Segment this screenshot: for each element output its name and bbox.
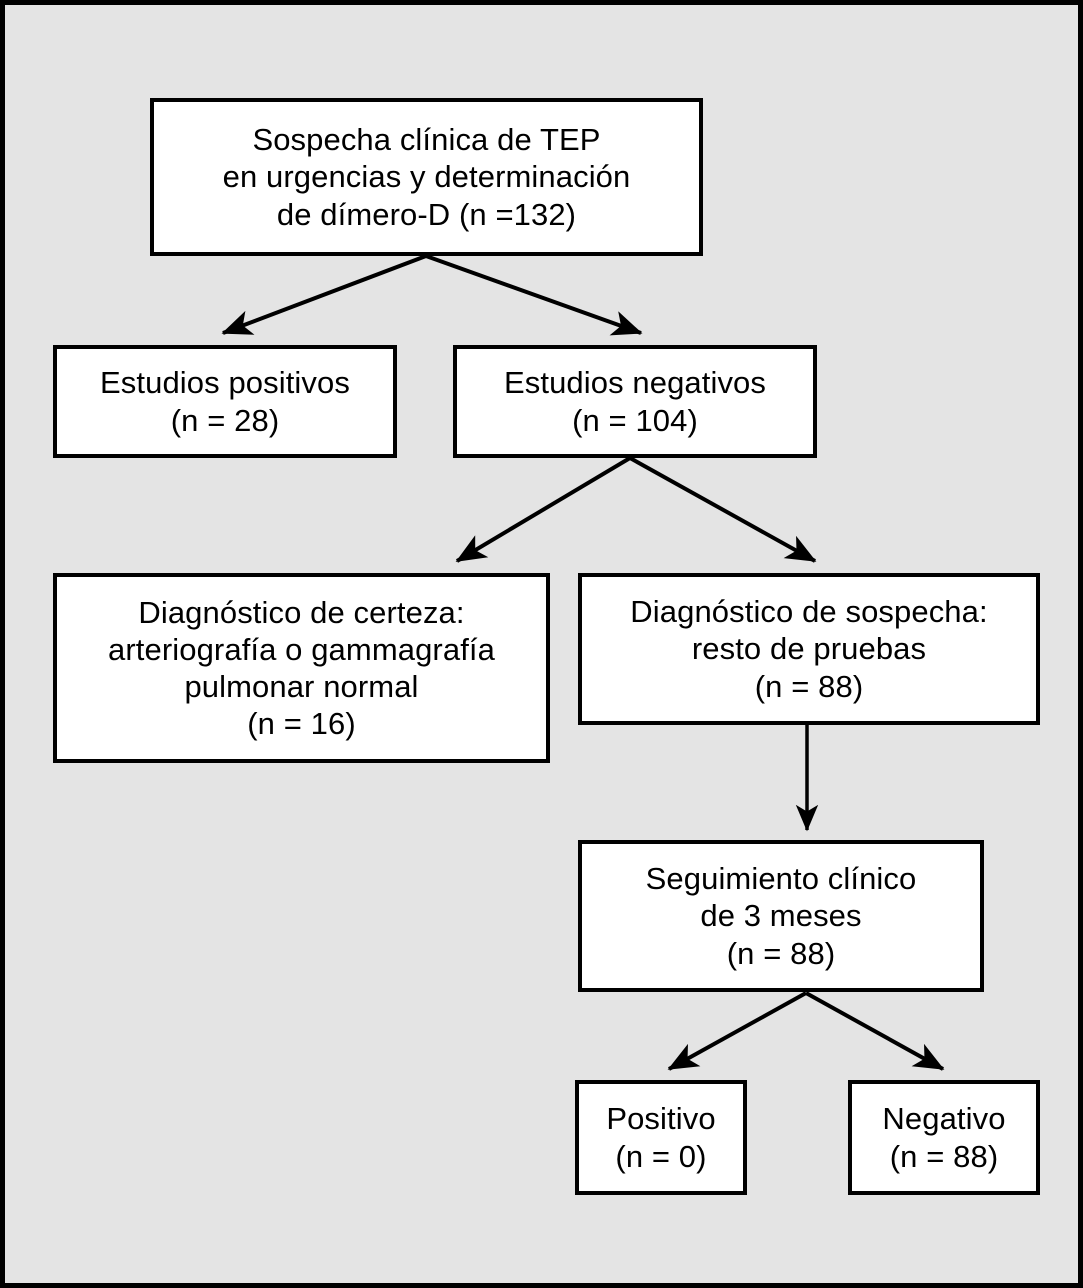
node-positive-studies: Estudios positivos (n = 28) (53, 345, 397, 458)
node-certainty-diagnosis: Diagnóstico de certeza: arteriografía o … (53, 573, 550, 763)
node-suspected-diagnosis: Diagnóstico de sospecha: resto de prueba… (578, 573, 1040, 725)
node-negative-studies: Estudios negativos (n = 104) (453, 345, 817, 458)
node-suspected-diagnosis-line-3: (n = 88) (754, 668, 864, 704)
edge-suspicion-to-negative-studies (425, 254, 643, 336)
node-followup-line-1: Seguimiento clínico (645, 861, 917, 897)
node-positive: Positivo (n = 0) (575, 1080, 747, 1195)
node-positive-studies-line-2: (n = 28) (170, 402, 280, 438)
node-certainty-diagnosis-line-4: (n = 16) (247, 706, 356, 742)
edge-suspicion-to-positive-studies (221, 254, 427, 335)
node-followup: Seguimiento clínico de 3 meses (n = 88) (578, 840, 984, 992)
node-certainty-diagnosis-line-1: Diagnóstico de certeza: (138, 594, 465, 630)
node-negative-studies-line-1: Estudios negativos (503, 365, 766, 401)
node-certainty-diagnosis-line-3: pulmonar normal (184, 669, 419, 704)
node-negative-line-2: (n = 88) (889, 1138, 999, 1174)
node-positive-line-2: (n = 0) (615, 1138, 707, 1174)
edge-negative-studies-to-certainty (455, 456, 632, 563)
node-suspicion: Sospecha clínica de TEP en urgencias y d… (150, 98, 703, 256)
node-suspected-diagnosis-line-2: resto de pruebas (691, 631, 927, 667)
node-negative-studies-line-2: (n = 104) (572, 402, 698, 438)
edge-followup-to-positive (667, 991, 807, 1071)
node-certainty-diagnosis-line-2: arteriografía o gammagrafía (108, 631, 495, 667)
node-positive-line-1: Positivo (606, 1101, 716, 1137)
node-suspicion-line-2: en urgencias y determinación (222, 159, 631, 195)
node-suspicion-line-3: de dímero-D (n =132) (276, 196, 577, 232)
node-negative-line-1: Negativo (882, 1101, 1006, 1137)
node-negative: Negativo (n = 88) (848, 1080, 1040, 1195)
node-followup-line-2: de 3 meses (700, 898, 862, 934)
edge-followup-to-negative (805, 991, 945, 1071)
edge-negative-studies-to-suspected (629, 456, 817, 563)
node-suspicion-line-1: Sospecha clínica de TEP (252, 122, 601, 158)
node-followup-line-3: (n = 88) (726, 935, 836, 971)
node-suspected-diagnosis-line-1: Diagnóstico de sospecha: (630, 594, 988, 630)
node-positive-studies-line-1: Estudios positivos (100, 365, 350, 401)
